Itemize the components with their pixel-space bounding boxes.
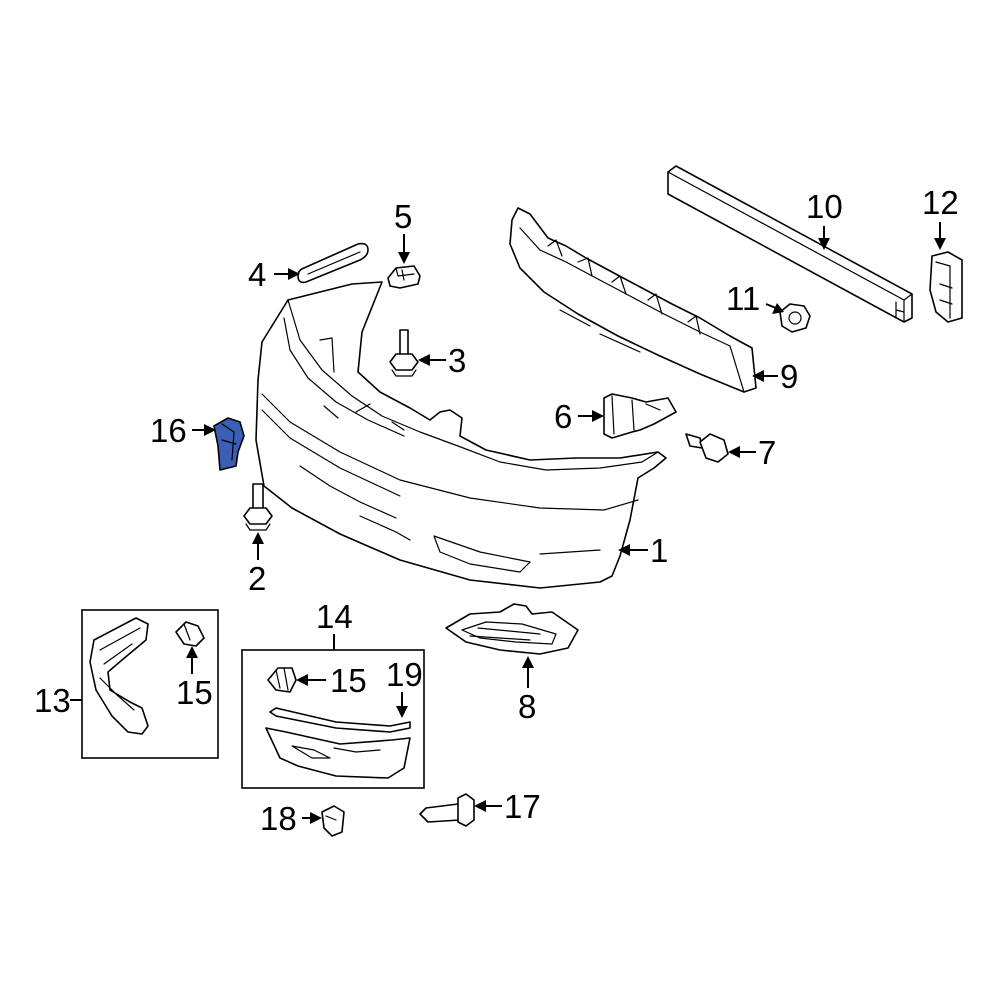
box-part-13 xyxy=(81,609,219,759)
impact-bar-part-10[interactable] xyxy=(667,165,913,323)
pushpin-part-17[interactable] xyxy=(419,793,475,827)
nut-part-11[interactable] xyxy=(779,303,811,333)
bolt-part-2[interactable] xyxy=(243,483,273,531)
callout-15-right: 15 xyxy=(330,662,367,699)
callout-9: 9 xyxy=(780,358,798,395)
callout-4: 4 xyxy=(248,256,266,293)
callout-15-left: 15 xyxy=(176,674,213,711)
highlighted-part-16[interactable] xyxy=(213,417,245,471)
clip-part-18[interactable] xyxy=(321,805,345,837)
callout-7: 7 xyxy=(758,434,776,471)
bolt-part-3[interactable] xyxy=(389,329,419,377)
callout-6: 6 xyxy=(554,398,572,435)
strip-part-4[interactable] xyxy=(297,242,369,284)
leader-lines xyxy=(70,222,946,824)
clip-part-15-right[interactable] xyxy=(267,667,297,693)
screw-part-7[interactable] xyxy=(685,433,729,463)
molding-part-19[interactable] xyxy=(269,707,411,733)
callout-14: 14 xyxy=(316,598,353,635)
bracket-part-6[interactable] xyxy=(603,393,677,439)
callout-5: 5 xyxy=(394,198,412,235)
callout-2: 2 xyxy=(248,560,266,597)
clip-part-5[interactable] xyxy=(387,265,421,289)
callout-3: 3 xyxy=(448,342,466,379)
callout-10: 10 xyxy=(806,188,843,225)
assembly-part-13[interactable] xyxy=(89,617,149,735)
energy-absorber-part-9[interactable] xyxy=(509,207,757,393)
bumper-cover-part-1[interactable] xyxy=(255,281,667,589)
callout-16: 16 xyxy=(150,412,187,449)
callout-12: 12 xyxy=(922,184,959,221)
callout-17: 17 xyxy=(504,788,541,825)
callout-labels: 1 2 3 4 5 6 7 8 9 10 11 12 13 14 15 15 1… xyxy=(34,184,959,837)
callout-18: 18 xyxy=(260,800,297,837)
grille-part-8[interactable] xyxy=(445,603,579,655)
callout-13: 13 xyxy=(34,682,71,719)
callout-1: 1 xyxy=(650,532,668,569)
clip-part-15-left[interactable] xyxy=(175,621,205,647)
lower-cover-part-14[interactable] xyxy=(265,727,411,779)
callout-8: 8 xyxy=(518,688,536,725)
bracket-part-12[interactable] xyxy=(929,251,963,323)
callout-11: 11 xyxy=(726,280,760,317)
callout-19: 19 xyxy=(386,656,423,693)
